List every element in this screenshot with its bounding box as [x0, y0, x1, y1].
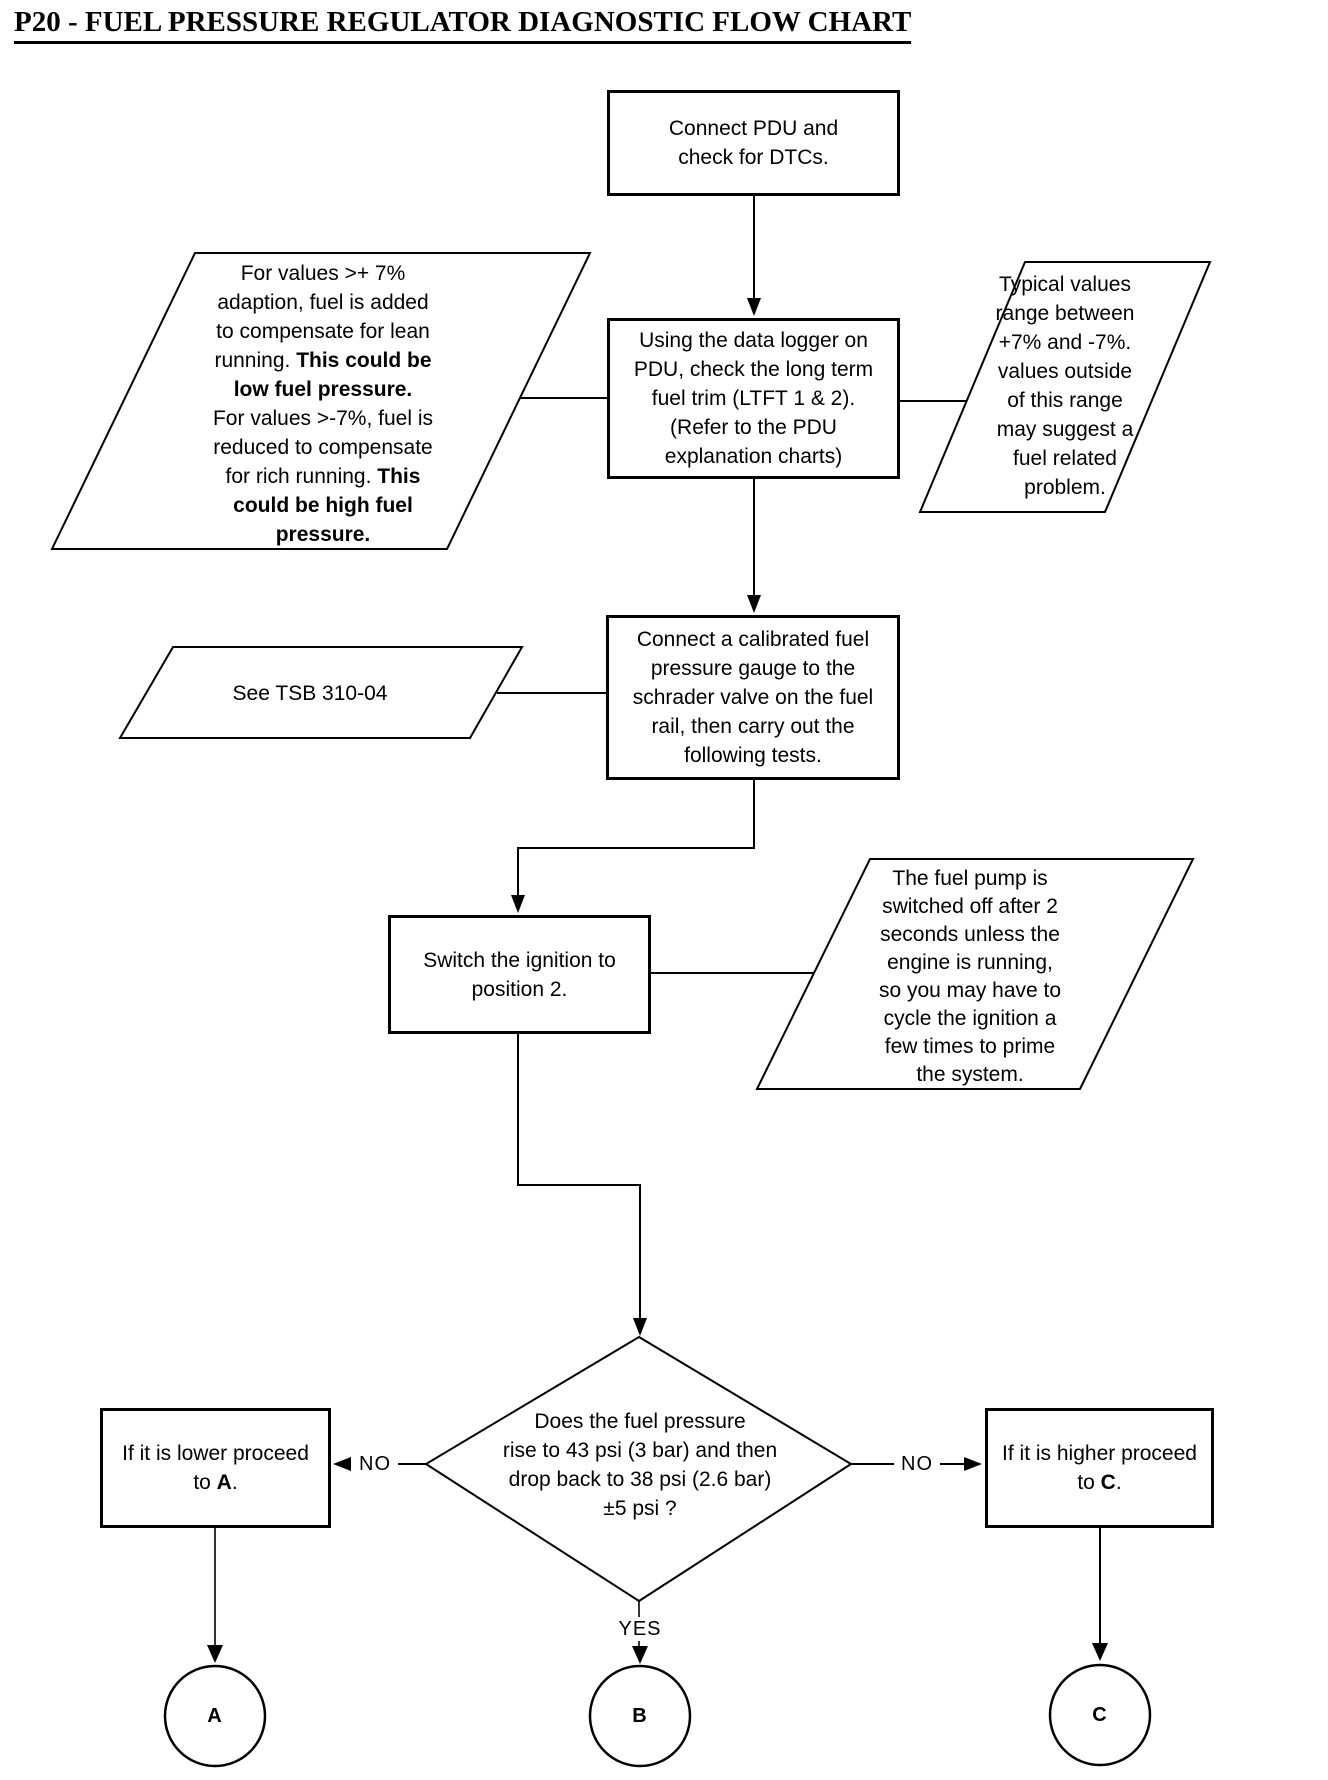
adaption-note-parallelogram [50, 252, 592, 550]
arrowhead-higher-to-c [1092, 1643, 1108, 1661]
connector-circle-c [1048, 1663, 1152, 1767]
edge-label-no-right: NO [894, 1452, 940, 1476]
process-connect-pdu: Connect PDU and check for DTCs. [607, 90, 900, 196]
arrow-ignition-to-decision [517, 1033, 641, 1320]
edge-label-yes: YES [612, 1617, 668, 1641]
process-connect-gauge: Connect a calibrated fuel pressure gauge… [606, 615, 900, 780]
arrowhead-ignition-to-decision [633, 1318, 647, 1336]
connector-c-label: C [1092, 1703, 1108, 1726]
process-data-logger: Using the data logger on PDU, check the … [607, 318, 900, 479]
edge-label-no-left: NO [352, 1452, 398, 1476]
arrowhead-lower-to-a [207, 1645, 223, 1663]
connector-circle-a [163, 1664, 267, 1768]
page-title: P20 - FUEL PRESSURE REGULATOR DIAGNOSTIC… [14, 6, 912, 44]
connector-b-label: B [632, 1704, 648, 1727]
note-tsb-text: See TSB 310-04 [232, 682, 388, 705]
decision-text: Does the fuel pressure rise to 43 psi (3… [502, 1410, 778, 1520]
arrowhead-logger-to-gauge [747, 595, 761, 613]
typical-values-parallelogram [918, 261, 1212, 513]
process-switch-ignition: Switch the ignition to position 2. [388, 915, 651, 1034]
note-fuel-pump-text: The fuel pump is switched off after 2 se… [878, 867, 1062, 1086]
connector-a-label: A [207, 1704, 223, 1727]
fuel-pump-note-parallelogram [755, 858, 1195, 1090]
tsb-note-parallelogram [118, 646, 524, 739]
arrowhead-decision-no-left [333, 1457, 351, 1471]
arrowhead-decision-yes [632, 1646, 648, 1664]
connector-circle-b [588, 1664, 692, 1768]
arrowhead-gauge-to-ignition [511, 895, 525, 913]
arrow-gauge-to-ignition [517, 780, 755, 897]
note-typical-values-text: Typical values range between +7% and -7%… [995, 273, 1135, 499]
arrowhead-decision-no-right [964, 1457, 982, 1471]
arrowhead-pdu-to-logger [747, 298, 761, 316]
